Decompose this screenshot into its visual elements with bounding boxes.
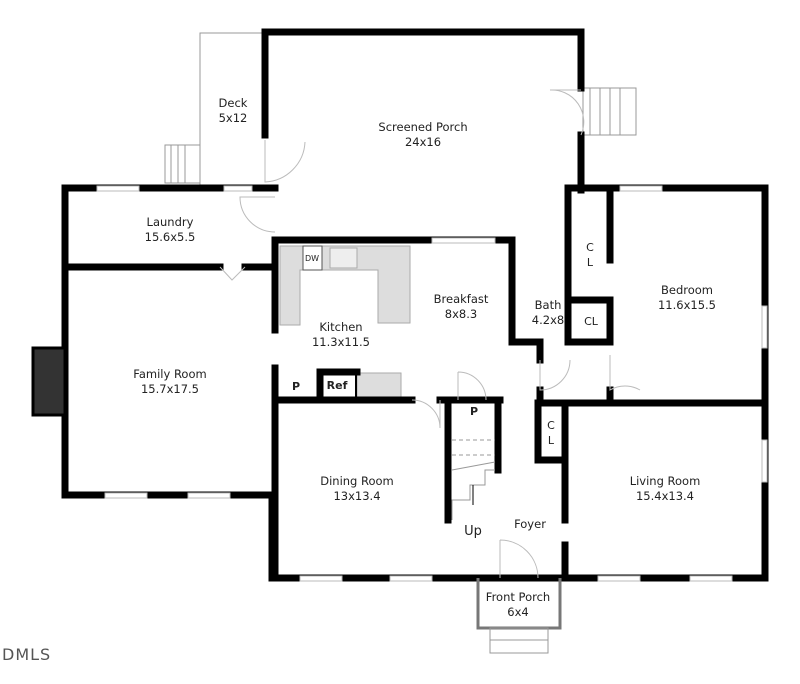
room-name: Family Room bbox=[133, 367, 207, 381]
sink-icon bbox=[329, 247, 358, 269]
bedroom-closet-label: C L bbox=[586, 241, 594, 269]
room-size: 15.7x17.5 bbox=[140, 382, 200, 396]
room-size: 15.4x13.4 bbox=[635, 489, 695, 503]
room-name: Deck bbox=[218, 96, 248, 110]
kitchen-counter-lower bbox=[356, 372, 402, 401]
room-name: Living Room bbox=[629, 474, 701, 488]
room-name: Bath bbox=[534, 298, 562, 312]
stairs-up-label: Up bbox=[464, 524, 482, 539]
room-name: Breakfast bbox=[433, 292, 489, 306]
room-size: 6x4 bbox=[507, 605, 529, 619]
room-size: 4.2x8 bbox=[531, 313, 565, 327]
room-size: 24x16 bbox=[404, 135, 442, 149]
room-size: 8x8.3 bbox=[444, 307, 478, 321]
dishwasher bbox=[302, 245, 323, 271]
room-size: 15.6x5.5 bbox=[144, 230, 196, 244]
room-name: Laundry bbox=[146, 215, 194, 229]
mls-logo: DMLS bbox=[2, 645, 52, 664]
room-name: Kitchen bbox=[319, 320, 363, 334]
interior-stairs bbox=[451, 439, 496, 520]
walls bbox=[61, 28, 769, 582]
bath-closet-label: CL bbox=[584, 315, 598, 328]
windows bbox=[96, 185, 768, 582]
room-name: Screened Porch bbox=[378, 120, 468, 134]
room-size: 13x13.4 bbox=[333, 489, 381, 503]
stair-pantry-label: P bbox=[469, 405, 479, 418]
room-name: Dining Room bbox=[320, 474, 394, 488]
foyer-label: Foyer bbox=[514, 517, 546, 532]
room-name: Foyer bbox=[514, 517, 546, 531]
deck-outline bbox=[199, 32, 265, 185]
room-size: 11.3x11.5 bbox=[311, 335, 371, 349]
foyer-closet-label: C L bbox=[547, 419, 555, 447]
room-name: Bedroom bbox=[660, 283, 713, 297]
fireplace-label: FP bbox=[67, 378, 76, 387]
refrigerator-label: Ref bbox=[326, 379, 348, 392]
porch-stairs bbox=[582, 87, 637, 136]
doors bbox=[219, 89, 641, 579]
room-name: Front Porch bbox=[485, 590, 551, 604]
fireplace bbox=[31, 346, 67, 417]
room-size: 11.6x15.5 bbox=[657, 298, 717, 312]
deck-stairs bbox=[164, 144, 201, 184]
dishwasher-label: DW bbox=[304, 254, 320, 263]
room-size: 5x12 bbox=[218, 111, 248, 125]
pantry-label: P bbox=[291, 380, 301, 393]
front-porch-steps bbox=[489, 627, 549, 654]
